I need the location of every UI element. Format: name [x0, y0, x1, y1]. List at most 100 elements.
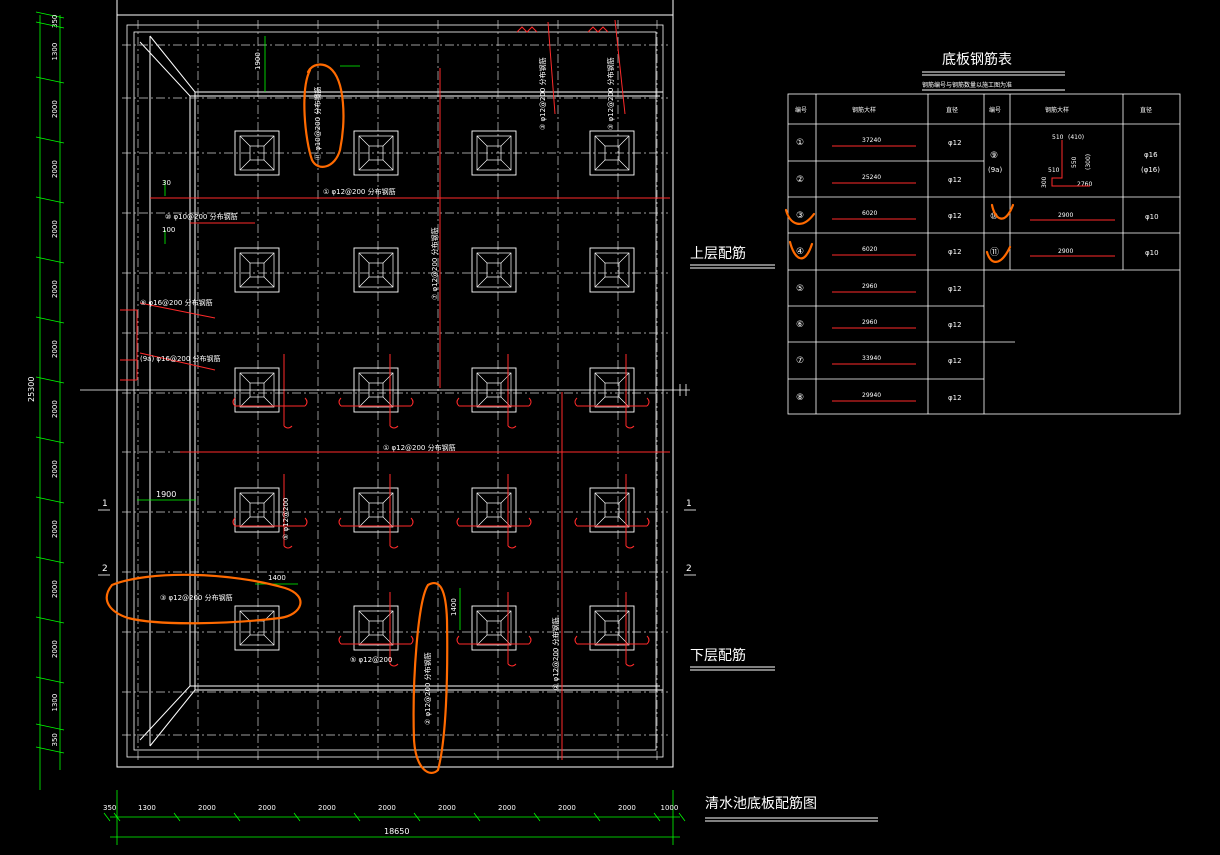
left-dim-text: 350 — [51, 733, 59, 746]
cap-rebar-hook — [456, 474, 532, 549]
row-len: 25240 — [862, 174, 881, 181]
row11-no: ⑪ — [990, 247, 999, 258]
annot-r9: ⑨ φ16@200 分布钢筋 — [140, 298, 213, 307]
row11-len: 2900 — [1058, 248, 1073, 255]
row-dia: φ12 — [948, 212, 962, 220]
left-total-dim: 25300 — [27, 377, 36, 402]
row10-no: ⑩ — [990, 212, 998, 222]
bottom-dim-text: 2000 — [258, 804, 276, 812]
cap-rebar-hook — [232, 474, 308, 549]
bottom-dim-text: 1000 — [661, 804, 679, 812]
pile-cap — [353, 130, 399, 176]
row9-dia: φ16 — [1144, 151, 1158, 159]
table-row: ④ 6020 φ12 — [796, 246, 962, 257]
table-header: 编号 钢筋大样 直径 编号 钢筋大样 直径 — [795, 106, 1152, 114]
row9-dim-d: 550 — [1071, 156, 1078, 168]
left-dim-text: 2000 — [51, 100, 59, 118]
row-len: 2960 — [862, 319, 877, 326]
annot-r3: ③ φ12@200 分布钢筋 — [160, 593, 233, 602]
row11-dia: φ10 — [1145, 249, 1159, 257]
table-row-10: ⑩ 2900 φ10 — [990, 212, 1159, 222]
lower-rebar-label: 下层配筋 — [690, 647, 746, 664]
left-dim-text: 2000 — [51, 640, 59, 658]
left-dimension-chain — [39, 15, 61, 790]
annot-r1-top: ① φ12@200 分布钢筋 — [323, 187, 396, 196]
pile-cap — [234, 605, 280, 651]
row9-dim-e: (300) — [1085, 154, 1092, 170]
row-dia: φ12 — [948, 285, 962, 293]
rebar-table-grid — [787, 93, 1181, 415]
table-row: ⑤ 2960 φ12 — [796, 283, 962, 294]
row-no: ⑤ — [796, 284, 804, 294]
pile-cap — [353, 487, 399, 533]
rebar-hooks — [232, 354, 650, 667]
annot-r1: ① φ12@200 分布钢筋 — [383, 443, 456, 452]
dim-100: 100 — [162, 226, 175, 234]
annot-r2-lower: ② φ12@200 分布钢筋 — [423, 652, 432, 725]
hdr-dia-right: 直径 — [1140, 106, 1152, 114]
cap-rebar-hook — [574, 592, 650, 667]
orange-markup — [105, 63, 1015, 774]
cap-rebar-hook — [456, 354, 532, 429]
row10-dia: φ10 — [1145, 213, 1159, 221]
pile-cap — [353, 605, 399, 651]
dim-1400: 1400 — [268, 574, 286, 582]
row-no: ④ — [796, 247, 804, 257]
annot-r3-vert-b: ③ φ12@200 分布钢筋 — [606, 57, 615, 130]
row-len: 33940 — [862, 355, 881, 362]
row10-len: 2900 — [1058, 212, 1073, 219]
hdr-shape-right: 钢筋大样 — [1045, 106, 1069, 114]
cap-rebar-hook — [338, 592, 414, 667]
row-len: 6020 — [862, 246, 877, 253]
left-dimension-ticks: 3501300200020002000200020002000200020002… — [35, 11, 65, 754]
bottom-total-dim: 18650 — [384, 827, 409, 836]
table-row-9: ⑨ (9a) 510 (410) 510 550 (300) 300 2760 … — [988, 134, 1160, 188]
table-row-11: ⑪ 2900 φ10 — [990, 247, 1159, 258]
pile-cap — [471, 487, 517, 533]
bottom-dim-text: 2000 — [438, 804, 456, 812]
annot-r10: ⑩ φ10@200 分布钢筋 — [165, 212, 238, 221]
row-dia: φ12 — [948, 248, 962, 256]
cap-rebar-hook — [574, 474, 650, 549]
row-dia: φ12 — [948, 394, 962, 402]
row-len: 2960 — [862, 283, 877, 290]
upper-rebar-label: 上层配筋 — [690, 245, 746, 262]
annot-r5-vert: ⑤ φ12@200 — [282, 498, 290, 540]
cap-rebar-hook — [338, 474, 414, 549]
row9-dim-a: 510 — [1052, 134, 1064, 141]
row9-dim-g: 2760 — [1077, 181, 1092, 188]
section-mark-lines — [98, 509, 696, 576]
row-no: ① — [796, 138, 804, 148]
left-dim-text: 2000 — [51, 280, 59, 298]
pile-cap — [234, 487, 280, 533]
row9-dim-c: 510 — [1048, 167, 1060, 174]
drawing-title: 清水池底板配筋图 — [705, 795, 817, 812]
cap-rebar-hook — [456, 592, 532, 667]
row-no: ⑧ — [796, 393, 804, 403]
row-no: ② — [796, 175, 804, 185]
main-axis — [80, 384, 690, 396]
bottom-dimension-chain — [110, 790, 680, 845]
bottom-dim-text: 2000 — [558, 804, 576, 812]
annot-r5: ⑤ φ12@200 — [350, 656, 392, 664]
hdr-no-left: 编号 — [795, 106, 807, 114]
bottom-dim-text: 350 — [103, 804, 116, 812]
table-title: 底板钢筋表 — [942, 51, 1012, 68]
pile-cap — [234, 247, 280, 293]
row-len: 6020 — [862, 210, 877, 217]
bottom-dim-text: 2000 — [378, 804, 396, 812]
pile-cap — [234, 130, 280, 176]
row9-dim-f: 300 — [1041, 176, 1048, 188]
section-2-right: 2 — [686, 564, 692, 574]
bottom-dim-text: 2000 — [198, 804, 216, 812]
left-dim-text: 1300 — [51, 43, 59, 61]
row-dia: φ12 — [948, 139, 962, 147]
dim-1900-mid: 1900 — [156, 490, 176, 499]
